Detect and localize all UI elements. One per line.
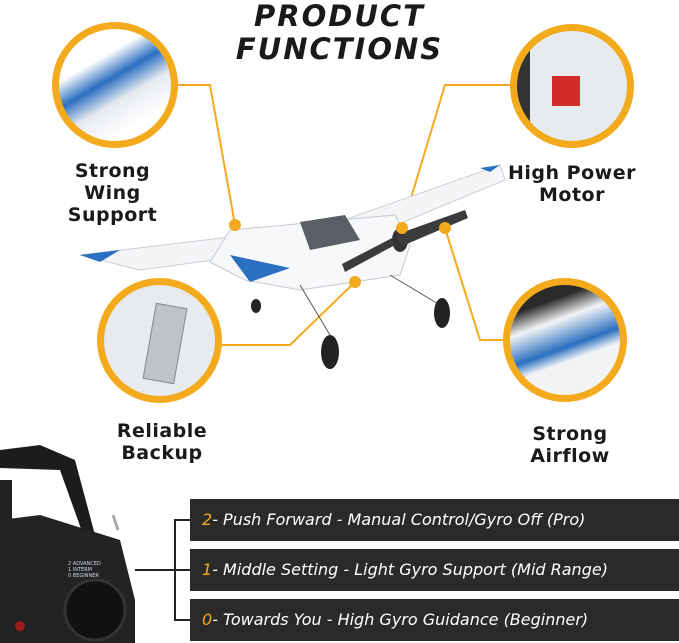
mode-number: 2 xyxy=(202,510,213,529)
label-line: High Power xyxy=(508,162,636,184)
title-line-1: PRODUCT xyxy=(254,0,425,33)
label-line: Wing xyxy=(84,182,141,204)
mode-text: - Push Forward - Manual Control/Gyro Off… xyxy=(212,510,586,529)
mode-number: 0 xyxy=(202,610,213,629)
switch-number: 0 xyxy=(68,573,72,579)
label-line: Strong xyxy=(74,160,151,182)
mode-row-pro: 2- Push Forward - Manual Control/Gyro Of… xyxy=(190,499,679,541)
switch-label-advanced: 2 ADVANCED xyxy=(68,561,101,567)
connector-lines xyxy=(176,84,512,346)
switch-number: 1 xyxy=(68,567,72,573)
motor-closeup-image xyxy=(510,24,634,148)
propeller-closeup-image xyxy=(503,278,627,402)
label-line: Backup xyxy=(121,442,203,464)
motor-part xyxy=(552,76,580,106)
switch-label-beginner: 0 BEGINNER xyxy=(68,573,101,579)
transmitter-illustration xyxy=(0,445,190,643)
wing-closeup-image xyxy=(52,22,178,148)
mode-number: 1 xyxy=(202,560,213,579)
airplane-illustration xyxy=(79,164,506,369)
mode-text: - Middle Setting - Light Gyro Support (M… xyxy=(212,560,608,579)
switch-label-interm: 1 INTERM xyxy=(68,567,101,573)
switch-text: ADVANCED xyxy=(72,561,101,567)
mode-row-mid: 1- Middle Setting - Light Gyro Support (… xyxy=(190,549,679,591)
connector-dots xyxy=(229,219,451,288)
mode-row-beginner: 0- Towards You - High Gyro Guidance (Beg… xyxy=(190,599,679,641)
mode-text: - Towards You - High Gyro Guidance (Begi… xyxy=(212,610,589,629)
battery-pack xyxy=(142,302,188,385)
controller-switch-labels: 2 ADVANCED 1 INTERM 0 BEGINNER xyxy=(68,561,101,579)
label-line: Airflow xyxy=(530,445,610,467)
switch-text: INTERM xyxy=(72,567,92,573)
label-line: Motor xyxy=(539,184,605,206)
switch-number: 2 xyxy=(68,561,72,567)
label-line: Support xyxy=(67,204,158,226)
label-line: Reliable xyxy=(116,420,208,442)
battery-closeup-image xyxy=(97,278,222,403)
title-line-2: FUNCTIONS xyxy=(235,32,444,66)
switch-text: BEGINNER xyxy=(72,573,99,579)
label-line: Strong xyxy=(532,423,608,445)
